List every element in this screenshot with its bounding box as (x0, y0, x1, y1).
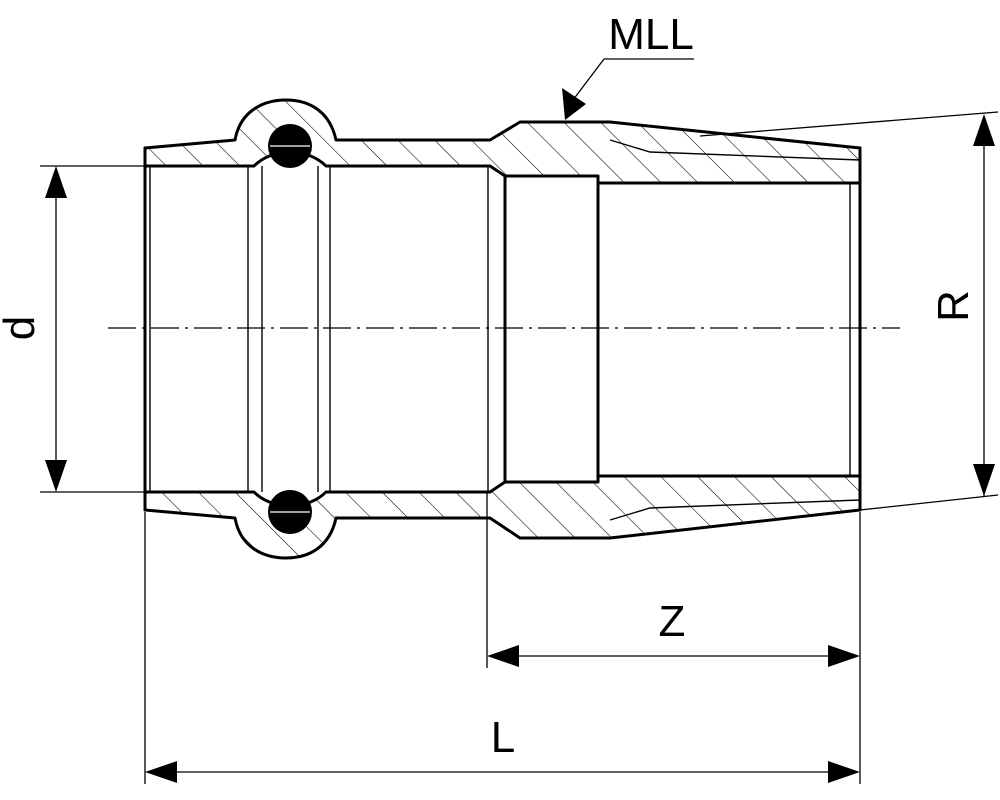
dimension-d: d (0, 165, 148, 493)
mll-label: MLL (608, 10, 694, 59)
mll-callout: MLL (562, 10, 694, 120)
dimension-r: R (699, 111, 999, 511)
dimension-z-label: Z (659, 597, 686, 646)
dimension-l-label: L (491, 713, 515, 762)
dimension-r-label: R (929, 290, 978, 322)
wall-section-bottom (145, 476, 860, 558)
dimension-d-label: d (0, 316, 44, 340)
dimension-l: L (144, 512, 860, 784)
o-ring-top (268, 124, 312, 168)
internal-edges (247, 139, 862, 521)
wall-section-top (145, 100, 860, 183)
dimension-z: Z (486, 492, 861, 784)
o-ring-bottom (268, 490, 312, 534)
